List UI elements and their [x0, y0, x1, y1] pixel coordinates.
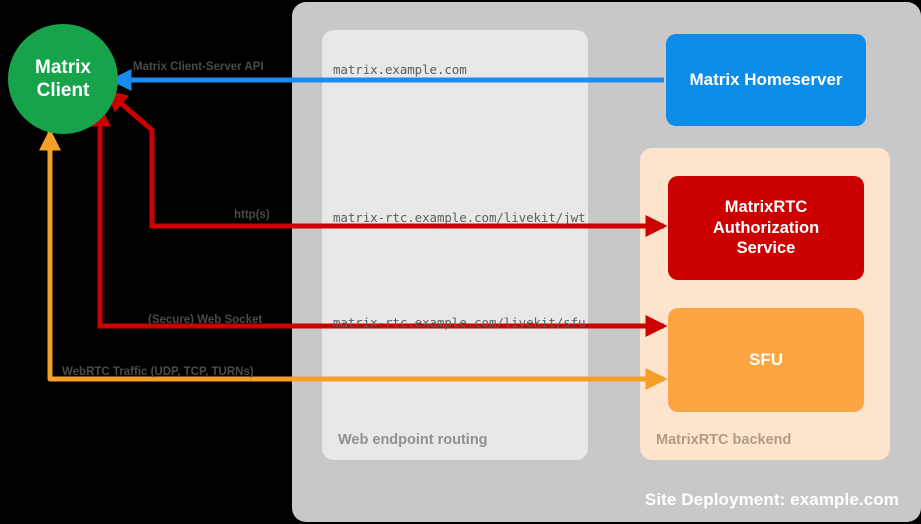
sfu-label: SFU — [749, 350, 783, 370]
edge-webrtc-traffic — [38, 128, 668, 391]
node-sfu[interactable]: SFU — [668, 308, 864, 412]
node-matrix-client[interactable]: Matrix Client — [8, 24, 118, 134]
edge-jwt-https — [105, 89, 668, 238]
auth-service-label-line2: Authorization — [712, 218, 820, 237]
endpoint-url-homeserver: matrix.example.com — [333, 62, 467, 77]
edge-label-webrtc: WebRTC Traffic (UDP, TCP, TURNs) — [62, 366, 254, 378]
node-matrix-homeserver[interactable]: Matrix Homeserver — [666, 34, 866, 126]
endpoint-url-jwt: matrix-rtc.example.com/livekit/jwt — [333, 210, 586, 225]
web-endpoint-routing-label: Web endpoint routing — [338, 432, 488, 448]
matrix-client-label-line2: Client — [36, 80, 90, 101]
site-deployment-label: Site Deployment: example.com — [644, 490, 899, 509]
edge-label-websocket: (Secure) Web Socket — [148, 314, 263, 326]
matrix-client-label-line1: Matrix — [35, 56, 91, 78]
auth-service-label-line3: Service — [736, 239, 796, 258]
edge-label-client-server-api: Matrix Client-Server API — [133, 61, 264, 73]
matrixrtc-backend-label: MatrixRTC backend — [656, 432, 792, 448]
matrix-homeserver-label: Matrix Homeserver — [689, 70, 843, 90]
endpoint-url-sfu: matrix-rtc.example.com/livekit/sfu — [333, 315, 586, 330]
node-matrixrtc-authorization-service[interactable]: MatrixRTC Authorization Service — [668, 176, 864, 280]
auth-service-label-line1: MatrixRTC — [724, 198, 808, 217]
edge-label-https: http(s) — [234, 209, 270, 221]
